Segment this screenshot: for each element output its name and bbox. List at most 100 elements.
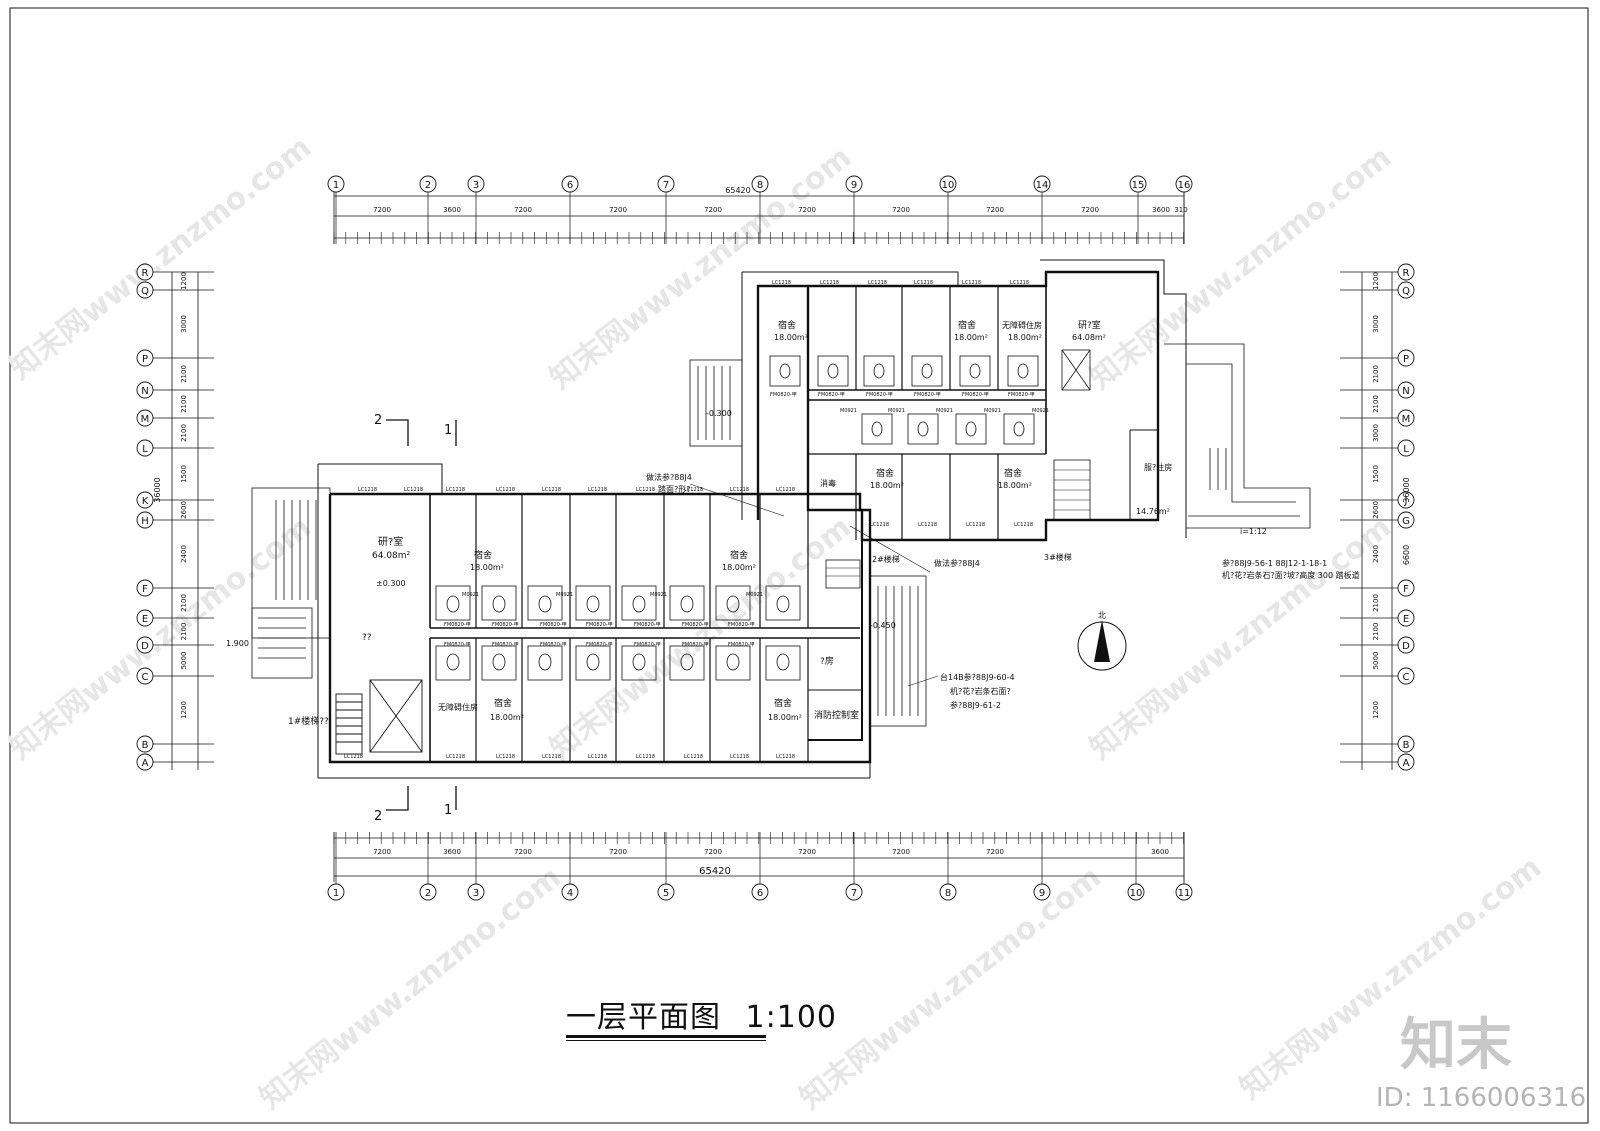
room-dorm-w1-area: 18.00m² (470, 563, 504, 572)
dim-span: 5000 (180, 652, 188, 670)
west-wing-partitions (475, 494, 809, 762)
axis-letter: P (142, 354, 148, 365)
axis-bubble (1397, 281, 1415, 299)
axis-bubble (327, 175, 345, 193)
axis-bubble (467, 883, 485, 901)
axis-letter: A (1403, 758, 1410, 769)
note-ramp: i=1:12 (1240, 527, 1267, 536)
dim-span: 3600 (443, 206, 461, 214)
drawing-scale: 1:100 (745, 1000, 838, 1035)
bathroom-block (481, 645, 517, 681)
window-tag: LC1218 (1010, 280, 1029, 286)
bathroom-block (715, 585, 751, 621)
window-tag: LC1218 (446, 487, 465, 493)
axis-bubble (136, 735, 154, 753)
bathroom-block (669, 585, 705, 621)
axis-letter: E (1403, 614, 1409, 625)
axis-number: 6 (567, 180, 573, 191)
axis-letter: H (141, 516, 149, 527)
axis-letter: D (1402, 641, 1410, 652)
room-dorm-e1: 宿舍 (778, 319, 796, 331)
toilet-fixture (776, 595, 790, 613)
right-total-dim: 36000 (1402, 477, 1411, 502)
dim-span: 7200 (514, 848, 532, 856)
axis-letter: B (1403, 740, 1410, 751)
fire-door-tag: FM0820-甲 (962, 392, 989, 398)
fire-door-tag: FM0820-甲 (586, 642, 613, 648)
dim-span: 1200 (1372, 272, 1380, 290)
axis-number: 1 (333, 180, 339, 191)
dim-span: 2100 (1372, 594, 1380, 612)
toilet-fixture (632, 653, 646, 671)
bathroom-block (765, 645, 801, 681)
room-dorm-e2-area: 18.00m² (954, 333, 988, 342)
room-clean: 消毒 (820, 478, 836, 488)
axis-number: 15 (1132, 180, 1145, 191)
window-tag: LC1218 (868, 280, 887, 286)
axis-letter: B (142, 740, 149, 751)
axis-letter: M (1402, 414, 1411, 425)
right-axis-bubbles: RQPNMLJGFEDCBA12003000210021003000150026… (1340, 263, 1415, 771)
axis-letter: M (141, 414, 150, 425)
axis-number: 8 (757, 180, 763, 191)
note-g: 机?花?岩条石?面?坡?高度 300 踏板道 (1222, 570, 1360, 580)
axis-letter: A (142, 758, 149, 769)
watermark-text: 知末网www.znzmo.com (1083, 510, 1398, 767)
toilet-fixture (632, 595, 646, 613)
toilet-fixture (538, 595, 552, 613)
axis-bubble (1397, 579, 1415, 597)
axis-letter: G (1402, 516, 1410, 527)
east-wing-bathrooms (769, 355, 1039, 445)
axis-bubble (1397, 491, 1415, 509)
bathroom-block (621, 645, 657, 681)
east-wing-partitions (807, 286, 999, 540)
bathroom-block (911, 355, 943, 387)
note-f: 参?88J9-56-1 88J12-1-18-1 (1222, 558, 1327, 568)
annotations: 1#楼梯?? 2#楼梯 3#楼梯 做法参?88J4 踏面?形? 做法参?88J4… (226, 409, 1360, 727)
axis-number: 6 (757, 888, 763, 899)
axis-number: 8 (945, 888, 951, 899)
bathroom-block (435, 585, 471, 621)
toilet-fixture (965, 421, 977, 437)
section-mark-1-bottom: 1 (444, 803, 452, 818)
axis-bubble (1175, 883, 1193, 901)
drawing-title: 一层平面图 1:100 (566, 992, 837, 1036)
axis-letter: N (141, 386, 148, 397)
bathroom-block (959, 355, 991, 387)
total-length-top: 65420 (725, 186, 750, 195)
dim-span: 7200 (986, 848, 1004, 856)
window-tag: LC1218 (588, 487, 607, 493)
axis-bubble (1397, 381, 1415, 399)
south-exterior-stair (869, 575, 927, 727)
watermark-text: 知末网www.znzmo.com (253, 860, 568, 1117)
link-block (808, 509, 863, 741)
window-tag: LC1218 (776, 754, 795, 760)
fire-door-tag: FM0820-甲 (540, 622, 567, 628)
axis-bubble (1397, 263, 1415, 281)
door-tag: M0921 (840, 408, 857, 414)
dim-span: 3600 (443, 848, 461, 856)
axis-bubble (136, 579, 154, 597)
axis-letter: L (142, 444, 148, 455)
toilet-fixture (680, 653, 694, 671)
north-arrow (1077, 620, 1127, 671)
bathroom-block (575, 585, 611, 621)
bathroom-block (481, 585, 517, 621)
section-mark-2-bottom: 2 (374, 809, 382, 824)
toilet-fixture (726, 653, 740, 671)
axis-bubble (561, 175, 579, 193)
bathroom-block (817, 355, 849, 387)
watermark-id: ID: 1166006316 (1376, 1083, 1587, 1113)
toilet-fixture (776, 653, 790, 671)
axis-bubble (136, 263, 154, 281)
axis-bubble (136, 349, 154, 367)
axis-bubble (657, 175, 675, 193)
west-wing (317, 463, 872, 779)
axis-number: 2 (425, 888, 431, 899)
fire-door-tag: FM0820-甲 (586, 622, 613, 628)
note-b: 踏面?形? (658, 484, 691, 494)
axis-bubble (136, 409, 154, 427)
note-a: 做法参?88J4 (646, 472, 692, 482)
axis-number: 10 (1130, 888, 1143, 899)
